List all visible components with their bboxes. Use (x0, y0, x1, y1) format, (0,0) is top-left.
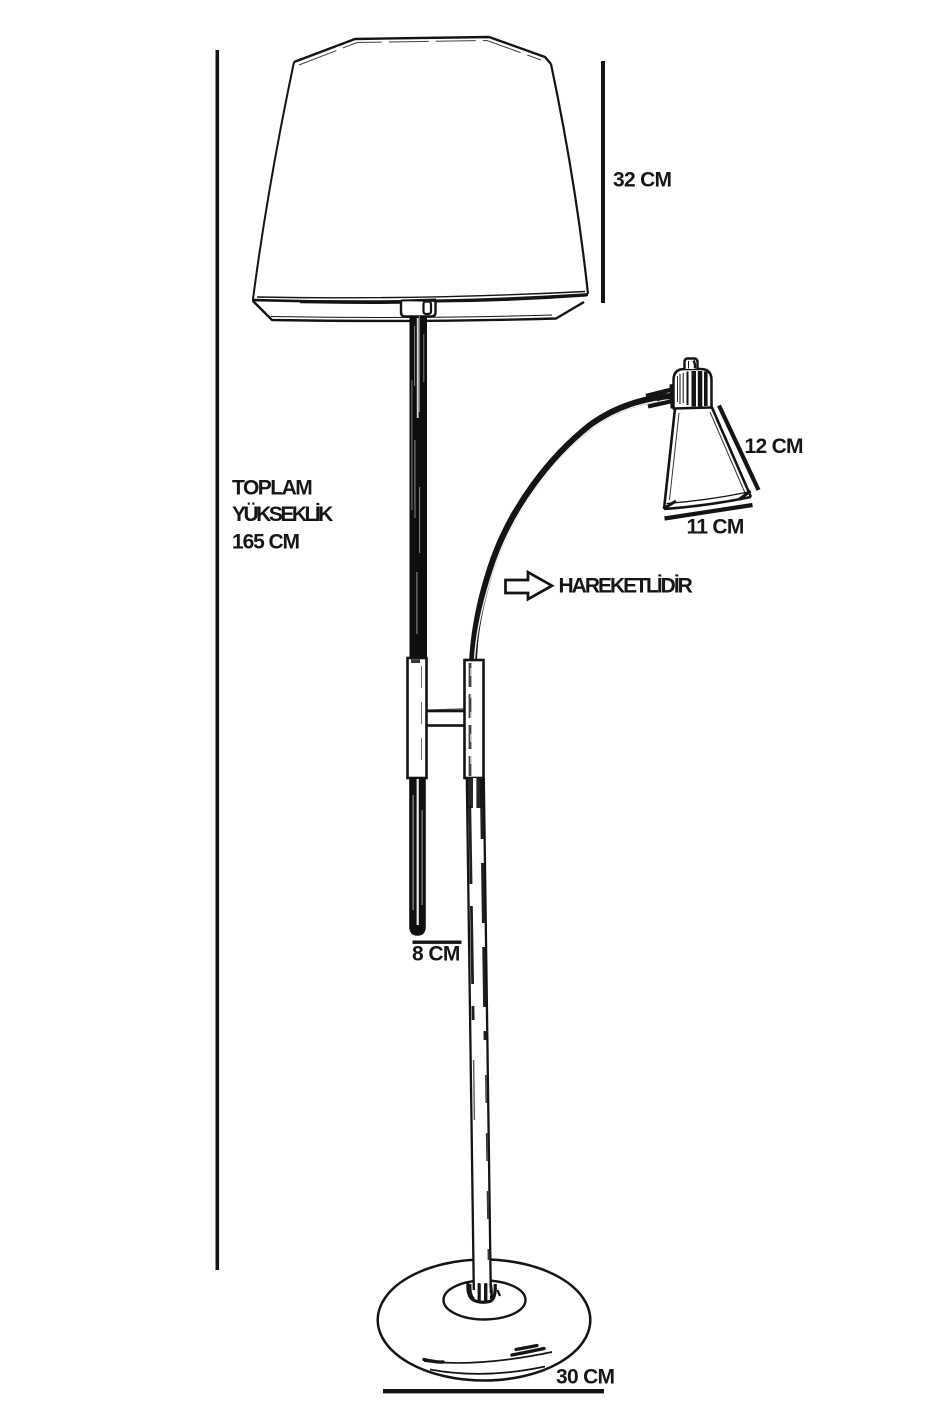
svg-text:165 CM: 165 CM (232, 531, 300, 554)
svg-text:30 CM: 30 CM (556, 1366, 615, 1389)
svg-text:HAREKETLİDİR: HAREKETLİDİR (559, 575, 693, 598)
svg-text:12 CM: 12 CM (745, 435, 804, 458)
svg-text:TOPLAM: TOPLAM (232, 477, 312, 500)
svg-text:8 CM: 8 CM (412, 943, 460, 966)
svg-text:YÜKSEKLİK: YÜKSEKLİK (232, 503, 333, 526)
svg-text:11 CM: 11 CM (687, 516, 744, 539)
svg-text:32 CM: 32 CM (613, 169, 672, 192)
